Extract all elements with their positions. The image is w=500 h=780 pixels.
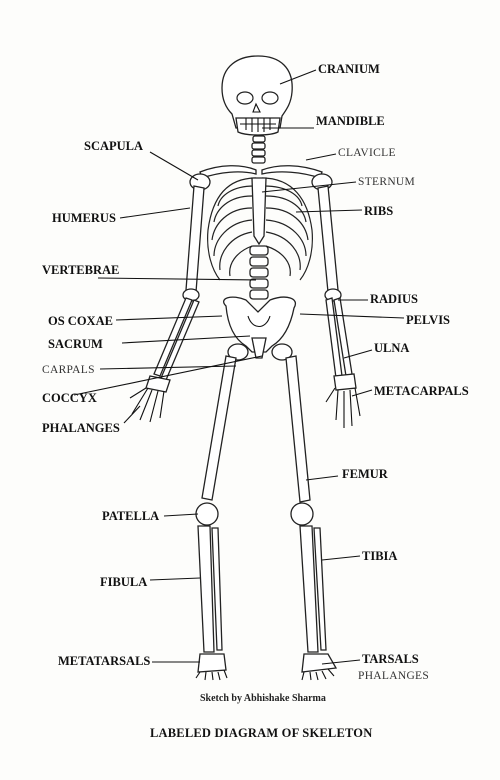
label-metatarsals: METATARSALS [58,654,151,668]
label-vertebrae: VERTEBRAE [42,263,120,277]
left-arm [129,185,205,423]
right-leg [285,355,338,681]
left-leg [195,355,237,681]
label-phalanges-foot: PHALANGES [358,670,430,682]
label-ulna: ULNA [374,341,410,355]
label-sacrum: SACRUM [48,337,103,351]
pelvis [223,296,296,361]
leader-lines [73,69,405,665]
label-radius: RADIUS [370,292,418,306]
label-tarsals: TARSALS [362,652,419,666]
label-mandible: MANDIBLE [316,114,385,128]
label-phalanges-hand: PHALANGES [42,421,120,435]
sketch-credit: Sketch by Abhishake Sharma [200,693,326,704]
neck [251,135,266,164]
label-clavicle: CLAVICLE [338,147,396,159]
label-pelvis: PELVIS [406,313,451,327]
label-carpals: CARPALS [42,364,95,376]
rib-cage [207,177,313,281]
label-sternum: STERNUM [358,176,416,188]
label-tibia: TIBIA [362,549,398,563]
label-scapula: SCAPULA [84,139,144,153]
label-metacarpals: METACARPALS [374,384,469,398]
label-femur: FEMUR [342,467,388,481]
label-cranium: CRANIUM [318,62,380,76]
label-os-coxae: OS COXAE [48,314,113,328]
label-humerus: HUMERUS [52,211,116,225]
label-patella: PATELLA [102,509,160,523]
diagram-title: LABELED DIAGRAM OF SKELETON [150,726,373,740]
label-ribs: RIBS [364,204,394,218]
label-coccyx: COCCYX [42,391,97,405]
spine [249,245,269,300]
skull [221,55,293,136]
label-fibula: FIBULA [100,575,148,589]
right-arm [317,185,361,428]
